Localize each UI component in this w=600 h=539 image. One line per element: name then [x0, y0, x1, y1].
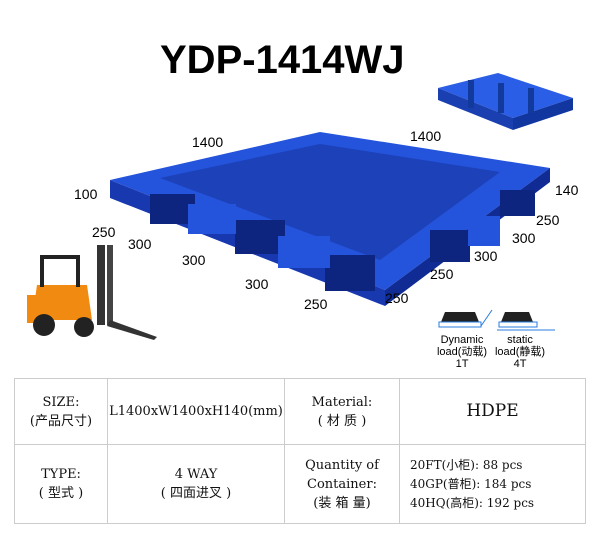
- static-load-label-cn: load(静载): [494, 346, 546, 358]
- dim-right: 300: [512, 230, 536, 246]
- product-title: YDP-1414WJ: [160, 38, 405, 82]
- forklift-image: [27, 245, 157, 340]
- material-value: HDPE: [399, 378, 586, 445]
- dynamic-load-label-cn: load(动载): [436, 346, 488, 358]
- dim-front: 300: [128, 236, 152, 252]
- pallet-image: [110, 132, 550, 306]
- dynamic-load: Dynamic load(动载) 1T: [434, 334, 490, 370]
- dim-right: 250: [430, 266, 454, 282]
- dim-front: 250: [92, 224, 116, 240]
- dynamic-load-value: 1T: [455, 358, 469, 370]
- size-label: SIZE:(产品尺寸): [14, 378, 108, 445]
- type-label: TYPE:( 型式 ): [14, 444, 108, 524]
- static-load: static load(静载) 4T: [492, 334, 548, 370]
- size-value: L1400xW1400xH140(mm): [107, 378, 285, 445]
- dim-right: 250: [385, 290, 409, 306]
- static-load-label: static: [507, 334, 533, 346]
- dim-height-left: 100: [74, 186, 98, 202]
- dim-length: 1400: [192, 134, 224, 150]
- dynamic-load-icon: [438, 309, 493, 328]
- dim-front: 250: [304, 296, 328, 312]
- dim-front: 300: [245, 276, 269, 292]
- spec-table: SIZE:(产品尺寸) L1400xW1400xH140(mm) Materia…: [14, 378, 586, 524]
- pallet-thumbnail: [438, 73, 573, 130]
- dynamic-load-label: Dynamic: [440, 334, 484, 346]
- static-load-icon: [497, 312, 555, 331]
- table-row: SIZE:(产品尺寸) L1400xW1400xH140(mm) Materia…: [14, 378, 586, 445]
- type-value: 4 WAY( 四面进叉 ): [107, 444, 285, 524]
- dim-height-right: 140: [555, 182, 579, 198]
- dim-right: 300: [474, 248, 498, 264]
- dim-front: 300: [182, 252, 206, 268]
- material-label: Material:( 材 质 ): [284, 378, 400, 445]
- dim-right: 250: [536, 212, 560, 228]
- static-load-value: 4T: [513, 358, 527, 370]
- dim-width: 1400: [410, 128, 442, 144]
